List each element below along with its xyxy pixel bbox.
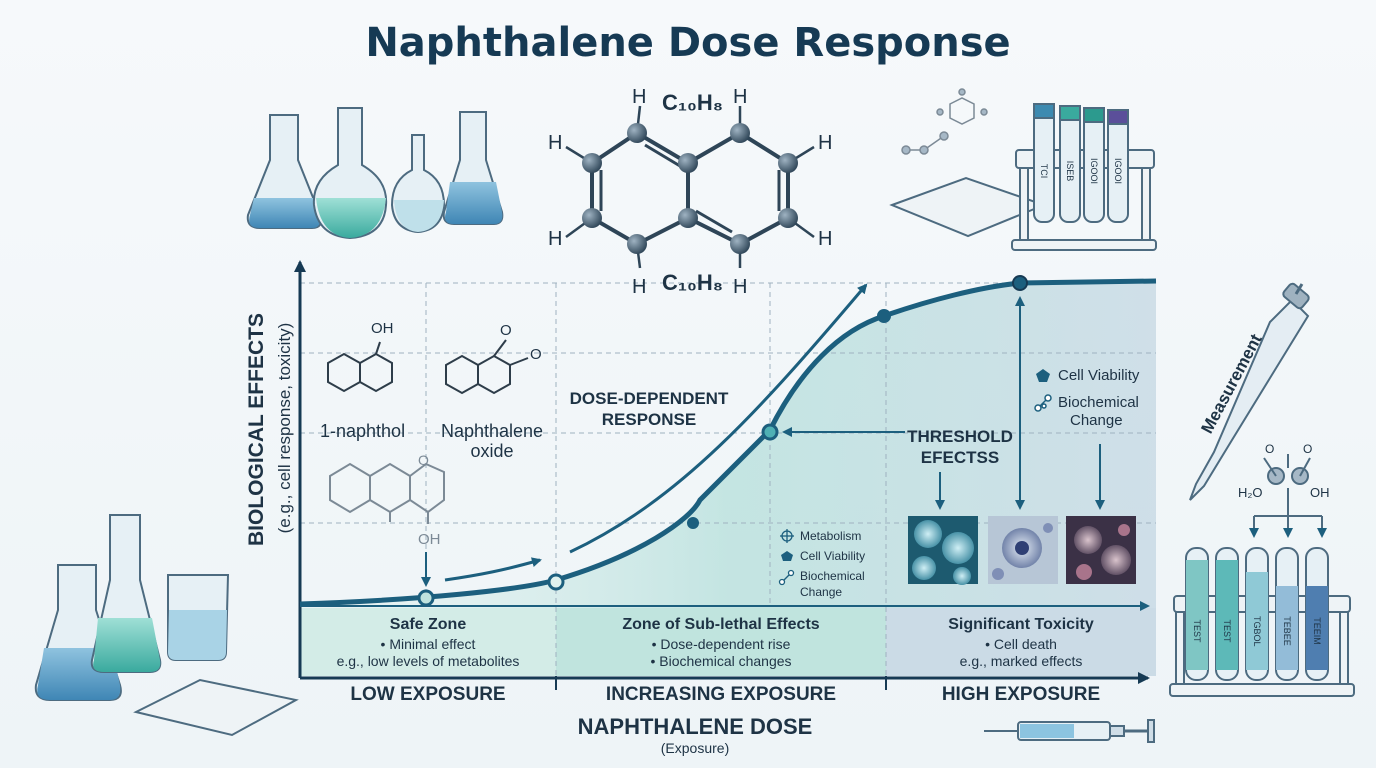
test-tube-rack-bottom-right <box>1169 547 1355 697</box>
naphthol-structure <box>327 341 393 393</box>
legend-mid-metabolism: Metabolism <box>800 529 862 543</box>
curve-line <box>299 278 1157 607</box>
flasks-top-left <box>246 107 504 240</box>
safe-zone-line-1: • Minimal effect <box>380 636 476 652</box>
atom-h-5: H <box>548 228 563 250</box>
dose-response-curve <box>299 275 1157 607</box>
o-label-oxide-1: O <box>500 322 512 339</box>
naphthalene-molecule <box>565 105 815 269</box>
lab-equipment-top-right <box>889 88 1157 251</box>
top-tube-label-4: IGOOI <box>1113 157 1123 184</box>
dose-dependent-label-1: DOSE-DEPENDENT <box>569 389 729 408</box>
oh-label-naphthol: OH <box>371 320 394 337</box>
oh-bottom-label: OH <box>418 531 441 548</box>
axes <box>294 260 1150 690</box>
curve-point-6 <box>1012 275 1028 291</box>
reaction-o-label-1: O <box>1265 442 1275 456</box>
biochemical-small-icon <box>778 569 795 586</box>
subfatal-zone-line-1: • Dose-dependent rise <box>651 636 791 652</box>
trend-arrow-upper <box>569 283 868 554</box>
top-tube-label-1: TCI <box>1039 163 1049 179</box>
curve-point-1 <box>417 589 435 607</box>
bottom-tube-label-4: TEBEE <box>1282 616 1292 646</box>
top-tube-label-3: IGOOI <box>1089 157 1099 184</box>
bottom-tube-label-1: TEST <box>1192 619 1202 643</box>
reaction-diagram <box>1249 454 1327 538</box>
bottom-tube-label-3: TGBOL <box>1252 616 1262 647</box>
legend-mid-biochemical-1: Biochemical <box>800 569 865 583</box>
bottom-tube-label-5: TEEIM <box>1312 617 1322 645</box>
toxic-zone-bg <box>886 608 1156 676</box>
atom-h-6: H <box>818 228 833 250</box>
atom-h-3: H <box>548 132 563 154</box>
safe-zone-line-2: e.g., low levels of metabolites <box>336 653 520 669</box>
biochemical-icon <box>1034 394 1052 412</box>
o-label-oxide-2: O <box>530 346 542 363</box>
cell-micrographs <box>908 516 1136 585</box>
top-tube-label-2: ISEB <box>1065 160 1075 182</box>
legend-mid-cell-viability: Cell Viability <box>800 549 866 563</box>
flasks-bottom-left <box>34 514 299 737</box>
legend-high-biochemical-2: Change <box>1070 412 1123 429</box>
naphthol-label: 1-naphthol <box>320 421 406 441</box>
atom-h-4: H <box>818 132 833 154</box>
formula-top: C₁₀H₈ <box>662 90 724 115</box>
curve-point-5 <box>877 309 891 323</box>
cell-image-healthy <box>908 516 978 585</box>
legend-mid-biochemical-2: Change <box>800 585 843 599</box>
legend-high-biochemical-1: Biochemical <box>1058 394 1139 411</box>
x-axis-sublabel: (Exposure) <box>660 740 730 756</box>
legend-icons <box>778 369 1052 586</box>
curve-point-4 <box>761 423 779 441</box>
dose-dependent-label-2: RESPONSE <box>601 410 697 429</box>
cell-viability-small-icon <box>781 551 793 561</box>
curve-point-3 <box>687 517 699 529</box>
curve-point-2 <box>547 573 565 591</box>
safe-zone-title: Safe Zone <box>389 616 467 633</box>
bottom-tube-label-2: TEST <box>1222 619 1232 643</box>
page-title: Naphthalene Dose Response <box>365 20 1011 66</box>
toxic-zone-line-2: e.g., marked effects <box>959 653 1083 669</box>
trend-arrow-lower <box>444 557 542 582</box>
toxic-zone-title: Significant Toxicity <box>948 616 1094 633</box>
o-ring-label: O <box>418 452 429 468</box>
toxic-zone-line-1: • Cell death <box>985 636 1057 652</box>
syringe <box>984 719 1155 743</box>
metabolism-icon <box>780 529 794 543</box>
atom-h-2: H <box>733 86 748 108</box>
oxide-structure <box>445 339 529 395</box>
subfatal-zone-bg <box>556 608 886 676</box>
atom-h-1: H <box>632 86 647 108</box>
fused-ring-structure <box>329 462 445 524</box>
oxide-label-1: Naphthalene <box>440 421 544 441</box>
reaction-h2o-label: H₂O <box>1238 485 1263 500</box>
cell-image-stressed <box>988 516 1058 584</box>
atom-h-8: H <box>733 276 748 298</box>
threshold-label-1: THRESHOLD <box>907 427 1013 446</box>
low-exposure-label: LOW EXPOSURE <box>350 684 506 705</box>
increasing-exposure-label: INCREASING EXPOSURE <box>605 684 837 705</box>
subfatal-zone-line-2: • Biochemical changes <box>650 653 792 669</box>
x-axis-label: NAPHTHALENE DOSE <box>577 714 813 739</box>
reaction-o-label-2: O <box>1303 442 1313 456</box>
high-exposure-label: HIGH EXPOSURE <box>941 684 1101 705</box>
pipette-measurement <box>1189 282 1310 501</box>
atom-h-7: H <box>632 276 647 298</box>
reaction-oh-label: OH <box>1310 485 1330 500</box>
threshold-label-2: EFECTSS <box>920 448 1000 467</box>
legend-high-cell-viability: Cell Viability <box>1058 367 1140 384</box>
cell-image-dying <box>1066 516 1136 584</box>
y-axis-sublabel: (e.g., cell response, toxicity) <box>275 322 294 534</box>
subfatal-zone-title: Zone of Sub-lethal Effects <box>622 616 820 633</box>
y-axis-label: BIOLOGICAL EFFECTS <box>245 313 268 546</box>
cell-viability-icon <box>1036 369 1050 382</box>
oxide-label-2: oxide <box>470 441 514 461</box>
metabolite-structures <box>327 339 529 524</box>
formula-bottom: C₁₀H₈ <box>662 270 724 295</box>
safe-zone-bg <box>300 608 556 676</box>
